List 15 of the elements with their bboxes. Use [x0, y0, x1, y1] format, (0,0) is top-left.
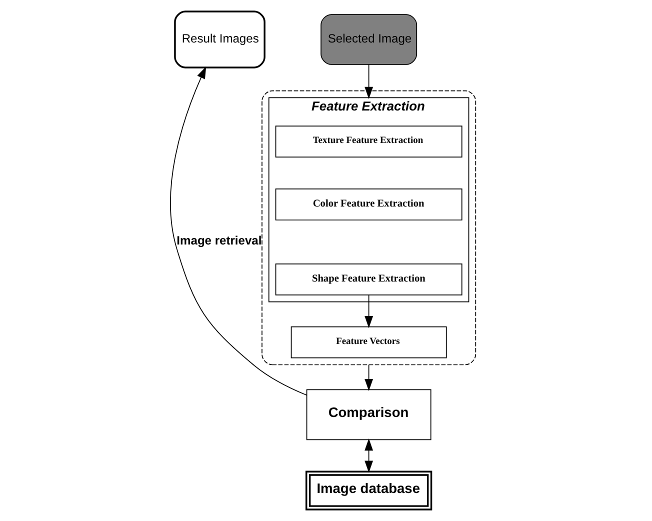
node-box: Comparison — [306, 389, 431, 440]
node-box: Color Feature Extraction — [274, 188, 462, 220]
arrow — [364, 64, 373, 99]
node-box: Shape Feature Extraction — [274, 264, 462, 296]
cluster — [261, 90, 476, 366]
node-box: Selected Image — [320, 14, 417, 65]
arrow — [170, 66, 307, 396]
node-box: Texture Feature Extraction — [274, 126, 462, 158]
edge-label: Image retrieval — [176, 233, 262, 248]
arrow — [364, 294, 373, 328]
arrow — [364, 364, 373, 392]
node-box: Image database — [305, 470, 432, 510]
node-box: Feature Vectors — [290, 326, 446, 358]
arrow — [364, 438, 373, 473]
node-box: Result Images — [174, 10, 265, 68]
